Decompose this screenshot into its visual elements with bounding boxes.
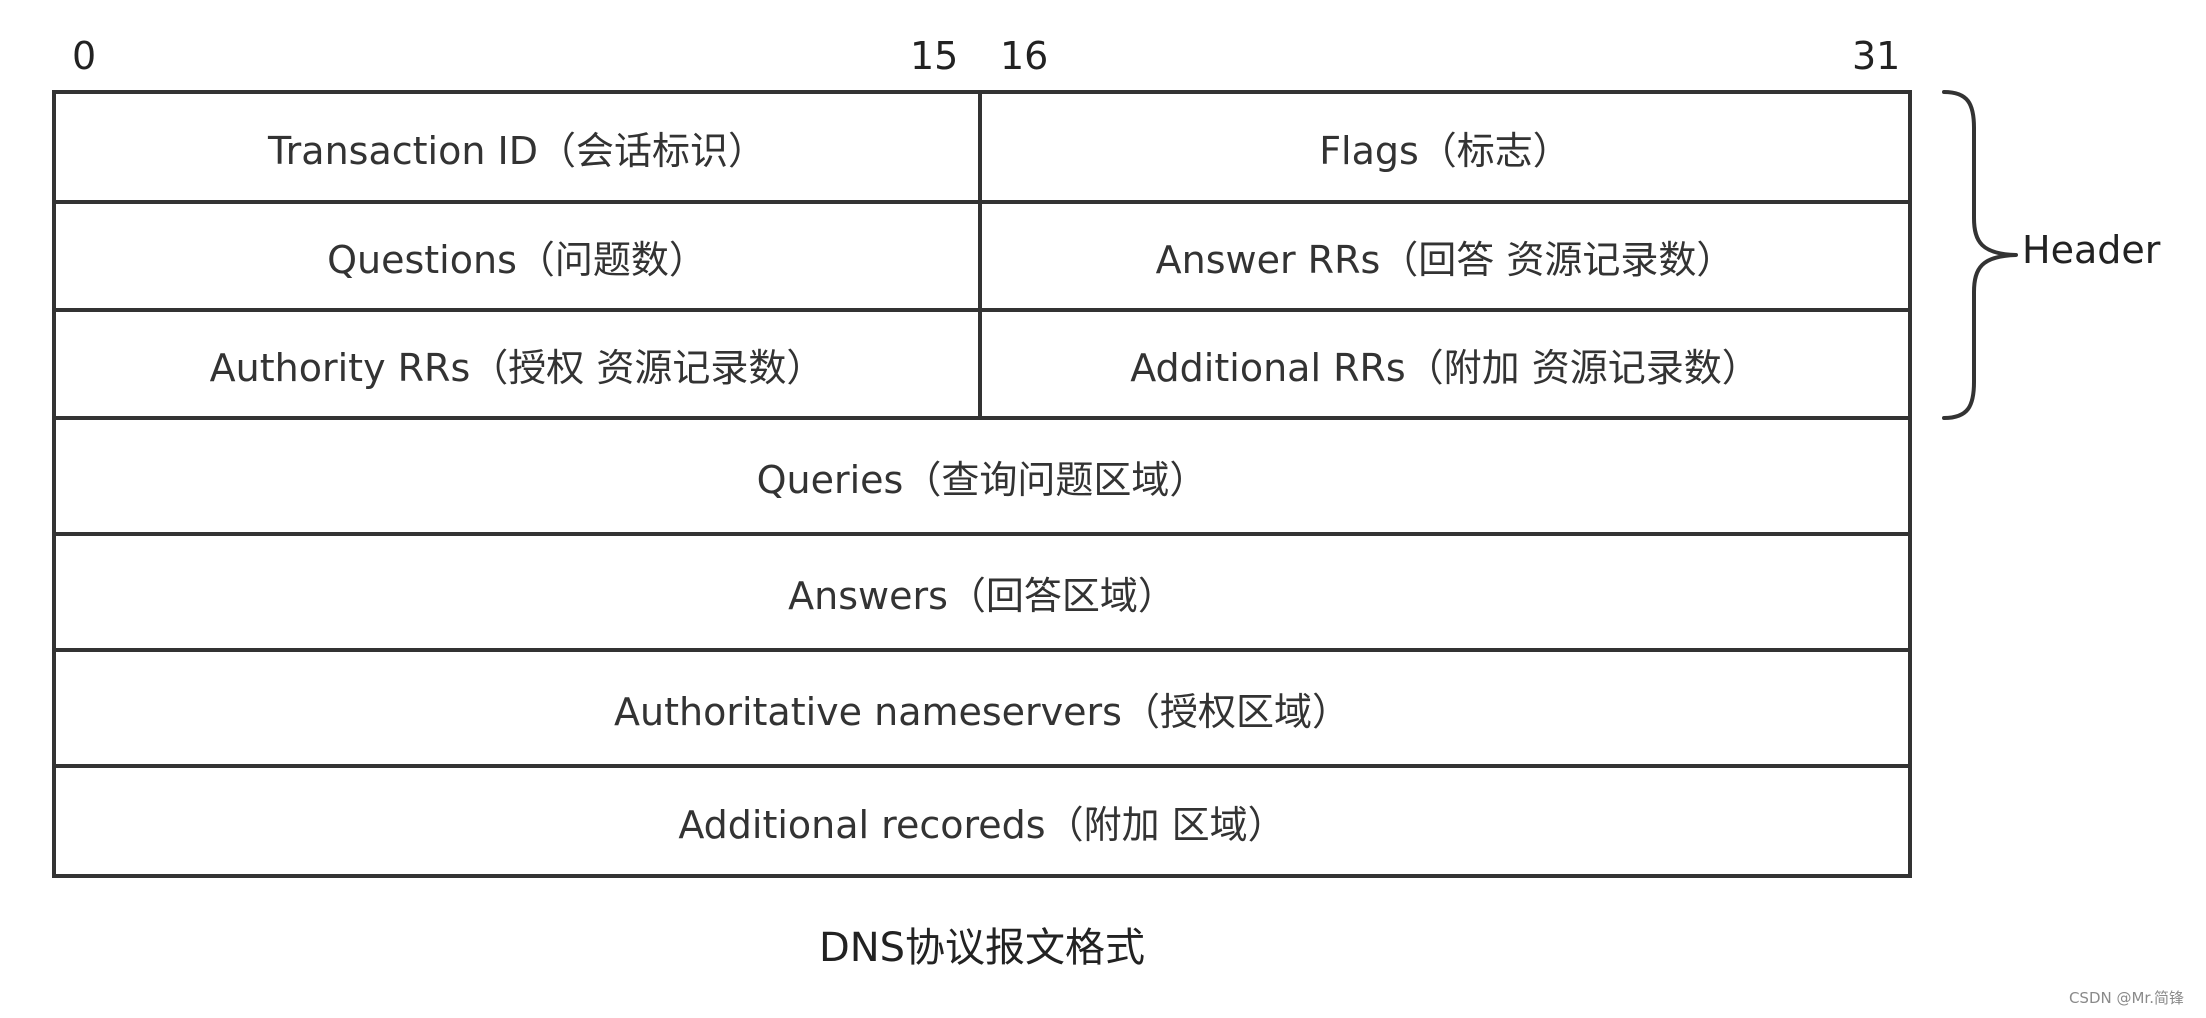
bit-label-0: 0 bbox=[72, 34, 97, 78]
additional-records-field: Additional recoreds（附加 区域） bbox=[678, 802, 1286, 847]
transaction-id-field: Transaction ID（会话标识） bbox=[56, 94, 982, 200]
bit-label-15: 15 bbox=[910, 34, 959, 78]
header-label: Header bbox=[2022, 228, 2161, 272]
flags-field: Flags（标志） bbox=[1319, 128, 1571, 173]
answer-rrs-field: Answer RRs（回答 资源记录数） bbox=[1155, 237, 1735, 282]
header-row-2: Questions（问题数） Answer RRs（回答 资源记录数） bbox=[56, 204, 1908, 312]
authoritative-nameservers-section: Authoritative nameservers（授权区域） bbox=[56, 652, 1908, 768]
additional-rrs-field: Additional RRs（附加 资源记录数） bbox=[1130, 345, 1760, 390]
header-row-3: Authority RRs（授权 资源记录数） Additional RRs（附… bbox=[56, 312, 1908, 420]
queries-section: Queries（查询问题区域） bbox=[56, 420, 1908, 536]
authoritative-nameservers-field: Authoritative nameservers（授权区域） bbox=[614, 689, 1350, 734]
bit-label-31: 31 bbox=[1852, 34, 1901, 78]
questions-field: Questions（问题数） bbox=[56, 204, 982, 308]
header-row-1: Transaction ID（会话标识） Flags（标志） bbox=[56, 94, 1908, 204]
watermark-text: CSDN @Mr.简锋 bbox=[2068, 989, 2184, 1007]
authority-rrs-field: Authority RRs（授权 资源记录数） bbox=[56, 312, 982, 416]
answers-section: Answers（回答区域） bbox=[56, 536, 1908, 652]
dns-packet-diagram: Transaction ID（会话标识） Flags（标志） Questions… bbox=[52, 90, 1912, 878]
bit-label-16: 16 bbox=[1000, 34, 1049, 78]
header-brace bbox=[1942, 90, 2018, 420]
queries-field: Queries（查询问题区域） bbox=[756, 457, 1208, 502]
answers-field: Answers（回答区域） bbox=[788, 573, 1176, 618]
diagram-caption: DNS协议报文格式 bbox=[818, 925, 1146, 971]
additional-records-section: Additional recoreds（附加 区域） bbox=[56, 768, 1908, 874]
